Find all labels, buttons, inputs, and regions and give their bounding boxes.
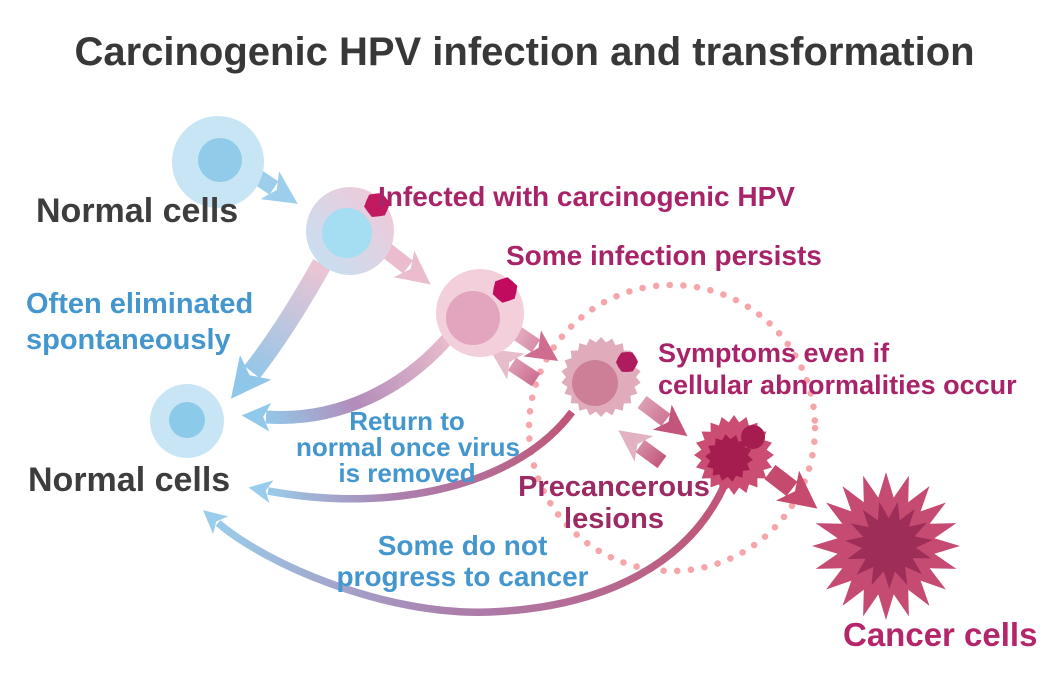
hpv-virus-icon [364, 193, 390, 217]
precancerous-note-line2: lesions [564, 503, 664, 535]
eliminated-note-line2: spontaneously [26, 324, 231, 356]
hpv-virus-icon [616, 352, 638, 372]
precancerous-note-line1: Precancerous [518, 471, 710, 503]
infected-cell-icon [306, 187, 394, 275]
abnormal-to-persistent-arrow [489, 349, 541, 387]
persistent-infected-cell-icon [436, 269, 524, 357]
eliminated-spontaneously-arrow [230, 259, 331, 399]
precancerous-cell-icon [694, 415, 774, 495]
precancer-to-abnormal-arrow [618, 430, 667, 469]
cancer-cells-label: Cancer cells [843, 616, 1038, 653]
abnormal-to-precancer-arrow [637, 396, 688, 437]
hpv-virus-icon [492, 277, 518, 303]
normal-cells-top-label: Normal cells [36, 192, 239, 230]
normal-cells-bottom-label: Normal cells [28, 461, 231, 499]
no-progress-note-line2: progress to cancer [336, 561, 589, 592]
precancerous-dotted-circle-icon [525, 281, 819, 575]
symptoms-note-line2: cellular abnormalities occur [658, 370, 1017, 400]
eliminated-note-line1: Often eliminated [26, 288, 254, 320]
abnormal-return-arrow [248, 409, 576, 504]
no-progress-arrow [202, 484, 728, 616]
infected-to-persistent-arrow [381, 243, 431, 285]
no-progress-note: Some do not progress to cancer [330, 530, 595, 592]
return-note-line3: is removed [338, 458, 476, 488]
infected-note: Infected with carcinogenic HPV [378, 181, 795, 212]
return-to-normal-note: Return to normal once virus is removed [296, 406, 520, 488]
cancer-cell-icon [812, 472, 960, 620]
symptoms-note-line1: Symptoms even if [658, 338, 890, 368]
precancerous-note: Precancerous lesions [474, 471, 754, 535]
precancer-to-cancer-arrow [764, 464, 818, 509]
persists-note: Some infection persists [506, 240, 822, 271]
return-note-line2: normal once virus [296, 432, 520, 462]
no-progress-note-line1: Some do not [377, 530, 548, 561]
normal-cell-top-icon [172, 116, 264, 208]
normal-cell-bottom-icon [150, 384, 224, 458]
diagram-title: Carcinogenic HPV infection and transform… [74, 30, 975, 74]
return-to-normal-arrow [241, 333, 453, 432]
eliminated-note: Often eliminated spontaneously [26, 286, 253, 358]
abnormal-cell-icon [561, 337, 641, 417]
return-note-line1: Return to [349, 406, 465, 436]
symptoms-note: Symptoms even if cellular abnormalities … [658, 337, 1017, 401]
